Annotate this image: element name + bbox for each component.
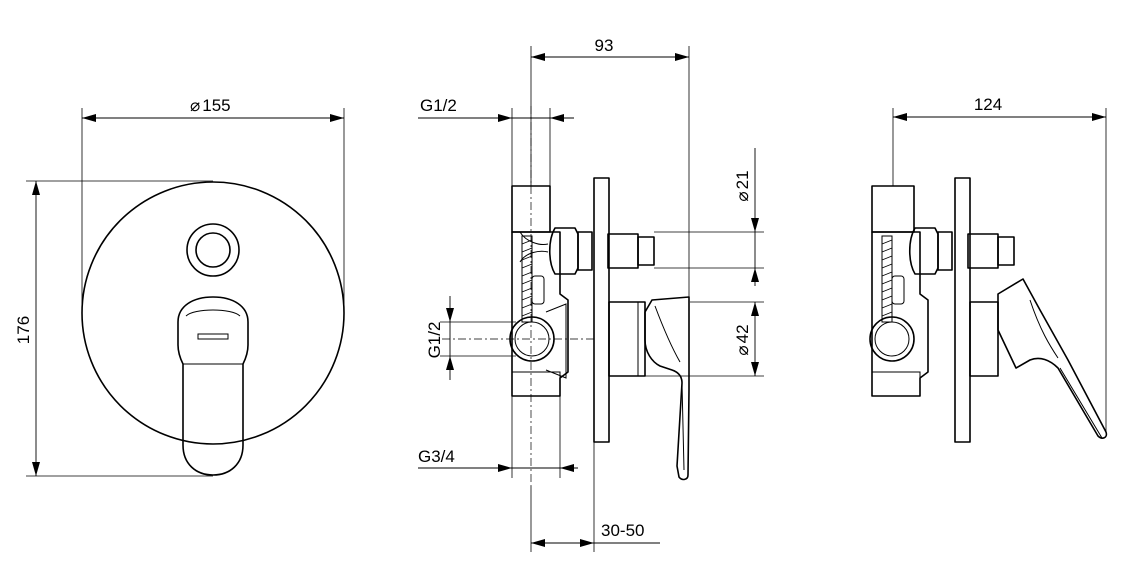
dim-label-side-depth-124: 124 xyxy=(974,95,1002,114)
valve-body xyxy=(511,231,569,397)
dim-label-sleeve-diameter: ⌀ 42 xyxy=(733,324,752,355)
diameter-symbol: ⌀ xyxy=(190,96,200,115)
wall-plate-side xyxy=(593,177,610,443)
mixer-sleeve xyxy=(608,301,646,377)
top-inlet-side xyxy=(871,185,915,233)
section-view: 93 G1/2 G1/2 G3/4 30-50 ⌀ xyxy=(418,36,764,552)
diameter-symbol: ⌀ xyxy=(733,345,752,355)
dim-label-spindle-diameter: ⌀ 21 xyxy=(733,170,752,201)
dim-label-install-depth: 30-50 xyxy=(601,521,644,540)
diverter-cartridge xyxy=(548,227,579,275)
front-view: ⌀155 176 xyxy=(14,96,345,477)
dim-label-height-176: 176 xyxy=(14,316,33,344)
diverter-knob-inner xyxy=(195,232,231,268)
dim-label-top-thread: G1/2 xyxy=(420,96,457,115)
side-outlet-thread xyxy=(509,316,555,362)
valve-body-side xyxy=(871,231,929,397)
dim-value: 21 xyxy=(733,170,752,189)
lever-handle-front xyxy=(177,296,249,476)
cover-plate xyxy=(81,181,345,445)
lever-top-edge xyxy=(185,309,241,317)
lever-handle-raised xyxy=(997,278,1108,439)
brand-logo xyxy=(197,333,229,340)
dim-value: 155 xyxy=(202,96,230,115)
dim-label-diameter-155: ⌀155 xyxy=(190,96,231,115)
wall-plate-side-view xyxy=(954,177,971,443)
diameter-symbol: ⌀ xyxy=(733,191,752,201)
dim-value: 42 xyxy=(733,324,752,343)
lever-handle-side xyxy=(644,296,690,481)
diverter-knob-outer xyxy=(186,223,240,277)
side-view: 124 xyxy=(869,95,1108,443)
dim-label-depth-93: 93 xyxy=(595,36,614,55)
dim-label-side-thread: G1/2 xyxy=(425,322,444,359)
dim-label-bottom-thread: G3/4 xyxy=(418,447,455,466)
